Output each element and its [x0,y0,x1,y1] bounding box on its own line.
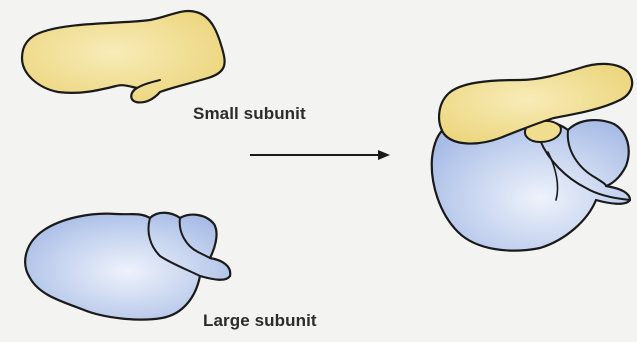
assembled-ribosome [432,64,632,251]
large-subunit [25,213,230,320]
small-subunit-label: Small subunit [193,104,306,124]
assembly-arrow [250,150,390,160]
large-subunit-label: Large subunit [203,311,317,331]
small-subunit [22,11,225,102]
